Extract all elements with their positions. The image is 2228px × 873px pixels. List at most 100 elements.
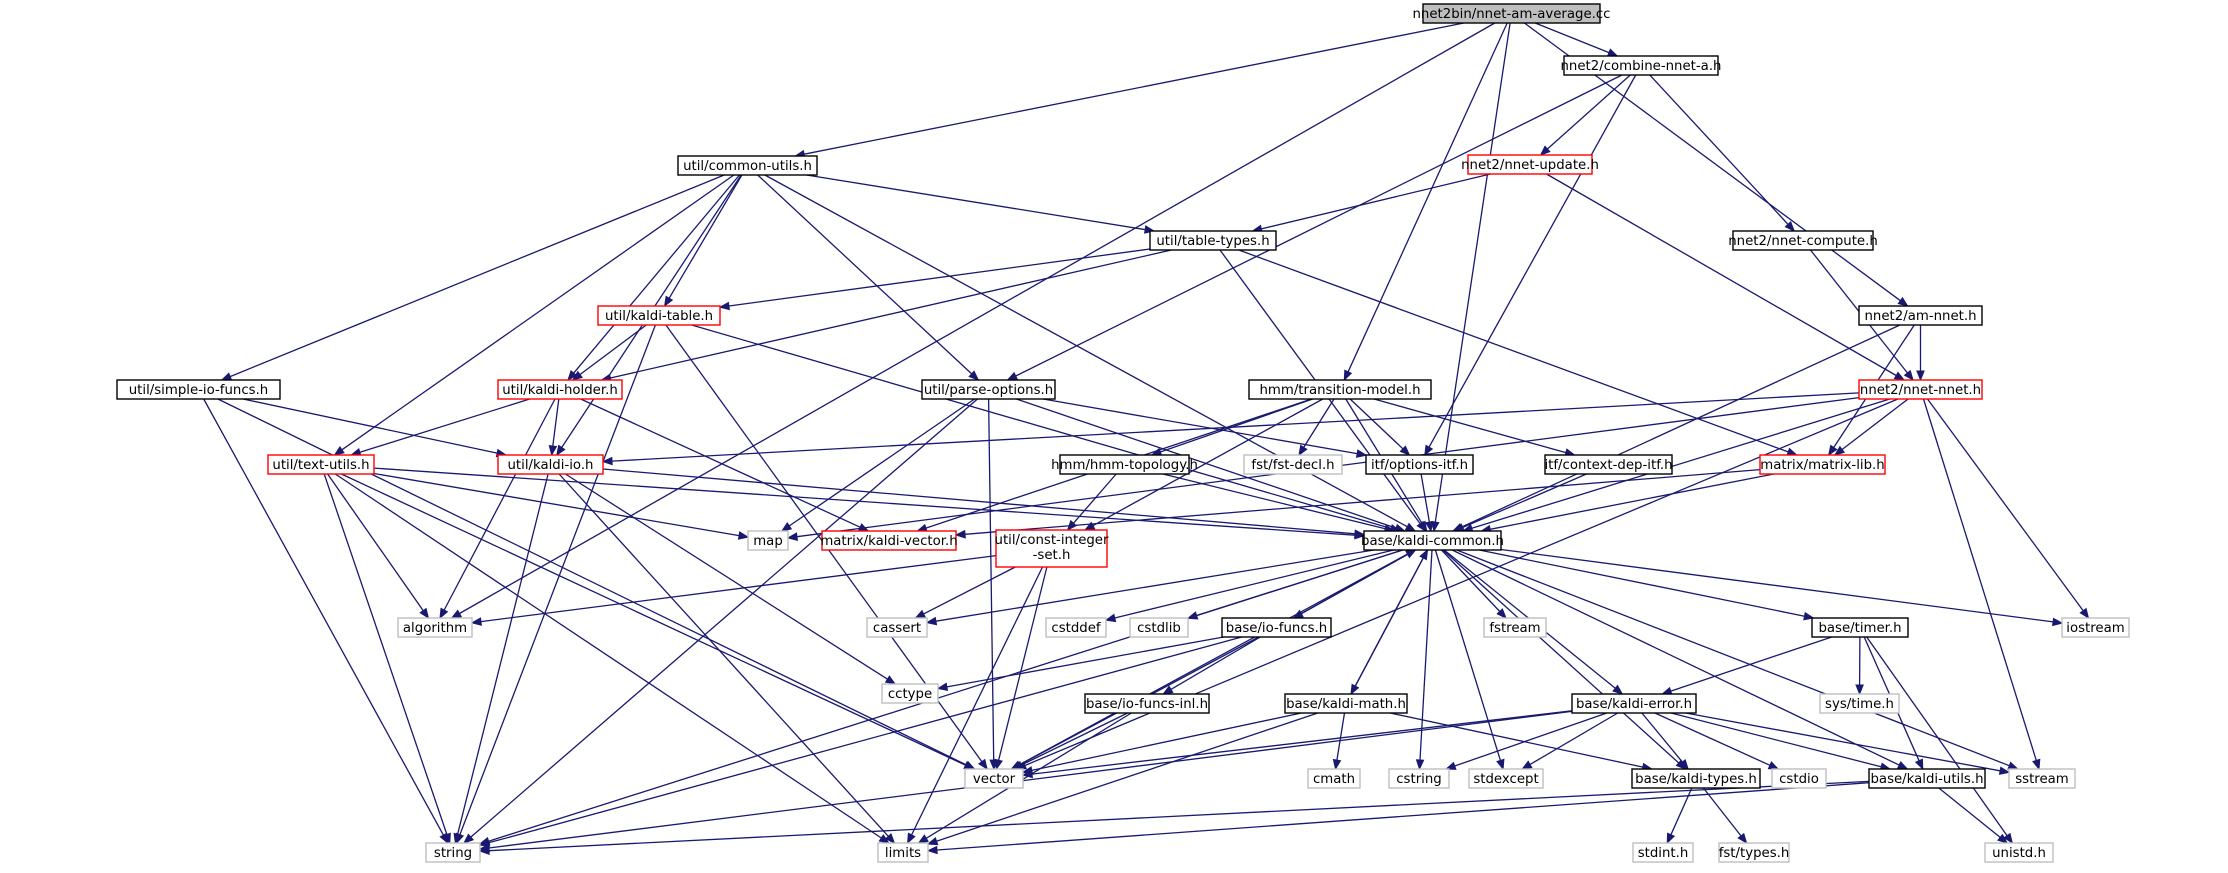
edge-nnetnnet-to-sstream: [1922, 398, 2041, 771]
node-matrix-kaldi-vector-h[interactable]: matrix/kaldi-vector.h: [820, 530, 958, 551]
node-box: [1718, 842, 1790, 863]
edge-kaldicommon-to-kalditypes: [1442, 549, 1687, 770]
file-nodes: nnet2bin/nnet-am-average.cc nnet2/combine…: [116, 3, 2130, 863]
node-sys-time-h: sys/time.h: [1819, 693, 1900, 714]
node-base-kaldi-utils-h[interactable]: base/kaldi-utils.h: [1868, 768, 1986, 789]
node-label: util/kaldi-holder.h: [502, 383, 618, 398]
node-label: matrix/matrix-lib.h: [1760, 458, 1884, 473]
node-base-kaldi-error-h[interactable]: base/kaldi-error.h: [1571, 693, 1697, 714]
node-base-io-funcs-inl-h[interactable]: base/io-funcs-inl.h: [1084, 693, 1210, 714]
node-box: [881, 683, 939, 704]
node-box: [964, 768, 1024, 789]
node-nnet2-nnet-nnet-h[interactable]: nnet2/nnet-nnet.h: [1858, 379, 1983, 400]
node-base-kaldi-common-h[interactable]: base/kaldi-common.h: [1361, 530, 1504, 551]
edge-kaldicommon-to-cstring: [1415, 549, 1433, 771]
node-box: [1307, 768, 1361, 789]
node-label: iostream: [2066, 621, 2124, 636]
node-util-common-utils-h[interactable]: util/common-utils.h: [677, 155, 818, 176]
edge-optionsitf-to-kaldicommon: [1420, 473, 1434, 533]
node-label: base/kaldi-utils.h: [1870, 772, 1983, 787]
node-itf-options-itf-h[interactable]: itf/options-itf.h: [1365, 454, 1474, 475]
edge-commonutils-to-kalditable: [663, 174, 743, 308]
node-box: [1483, 617, 1547, 638]
edge-iofuncs-to-string: [478, 636, 1242, 847]
node-label: map: [753, 534, 783, 549]
node-iostream: iostream: [2061, 617, 2130, 638]
node-label: algorithm: [403, 621, 467, 636]
node-box: [1243, 454, 1343, 475]
node-nnet2-nnet-compute-h[interactable]: nnet2/nnet-compute.h: [1728, 230, 1878, 251]
node-util-kaldi-holder-h[interactable]: util/kaldi-holder.h: [497, 379, 623, 400]
node-box: [1868, 768, 1986, 789]
node-util-kaldi-io-h[interactable]: util/kaldi-io.h: [497, 454, 604, 475]
node-label: string: [434, 846, 472, 861]
node-label: base/timer.h: [1818, 621, 1901, 636]
edge-kaldierror-to-kaldiutils: [1670, 712, 1892, 771]
edge-iofuncsinl-to-vector: [1012, 712, 1128, 770]
node-limits: limits: [877, 842, 929, 863]
node-label: base/kaldi-types.h: [1635, 772, 1757, 787]
node-label: util/text-utils.h: [272, 458, 369, 473]
node-label: hmm/transition-model.h: [1259, 383, 1420, 398]
node-box: [1563, 55, 1719, 76]
node-box: [2061, 617, 2130, 638]
edge-kaldicommon-to-cstddef: [1104, 549, 1394, 623]
node-nnet2bin-nnet-am-average-cc[interactable]: nnet2bin/nnet-am-average.cc: [1413, 3, 1611, 24]
node-box: [1759, 454, 1886, 475]
node-box: [116, 379, 281, 400]
edge-textutils-to-algorithm: [327, 473, 430, 620]
node-hmm-hmm-topology-h[interactable]: hmm/hmm-topology.h: [1051, 454, 1198, 475]
edge-kaldierror-to-cstring: [1444, 712, 1608, 770]
node-util-table-types-h[interactable]: util/table-types.h: [1149, 230, 1277, 251]
node-hmm-transition-model-h[interactable]: hmm/transition-model.h: [1248, 379, 1432, 400]
node-box: [1771, 768, 1827, 789]
node-label: nnet2/nnet-nnet.h: [1860, 383, 1981, 398]
node-box: [1248, 379, 1432, 400]
edge-amnnet-to-nnetnnet: [1916, 325, 1925, 382]
node-fstream: fstream: [1483, 617, 1547, 638]
node-stdint-h: stdint.h: [1632, 842, 1694, 863]
node-sstream: sstream: [2008, 768, 2076, 789]
node-box: [1732, 230, 1874, 251]
edge-combine-to-optionsitf: [1424, 74, 1637, 457]
node-util-parse-options-h[interactable]: util/parse-options.h: [921, 379, 1056, 400]
node-nnet2-nnet-update-h[interactable]: nnet2/nnet-update.h: [1461, 154, 1599, 175]
node-nnet2-am-nnet-h[interactable]: nnet2/am-nnet.h: [1858, 305, 1983, 326]
node-util-const-integer-set-h[interactable]: util/const-integer-set.h: [995, 529, 1109, 568]
node-box: [1363, 530, 1502, 551]
node-box: [1149, 230, 1277, 251]
node-util-text-utils-h[interactable]: util/text-utils.h: [267, 454, 375, 475]
node-itf-context-dep-itf-h[interactable]: itf/context-dep-itf.h: [1544, 454, 1673, 475]
node-label: util/parse-options.h: [924, 383, 1053, 398]
node-label: util/table-types.h: [1156, 234, 1269, 249]
node-box: [1858, 305, 1983, 326]
node-box: [1221, 617, 1332, 638]
node-box: [1388, 768, 1450, 789]
edge-commonutils-to-textutils: [333, 174, 735, 456]
node-base-io-funcs-h[interactable]: base/io-funcs.h: [1221, 617, 1332, 638]
edge-timer-to-systime: [1855, 636, 1864, 696]
node-matrix-matrix-lib-h[interactable]: matrix/matrix-lib.h: [1759, 454, 1886, 475]
node-fst-fst-decl-h: fst/fst-decl.h: [1243, 454, 1343, 475]
node-base-kaldi-types-h[interactable]: base/kaldi-types.h: [1631, 768, 1761, 789]
node-label: cstdlib: [1137, 621, 1181, 636]
node-util-simple-io-funcs-h[interactable]: util/simple-io-funcs.h: [116, 379, 281, 400]
edge-kaldicommon-to-cassert: [925, 549, 1375, 626]
node-nnet2-combine-nnet-a-h[interactable]: nnet2/combine-nnet-a.h: [1561, 55, 1722, 76]
node-label: matrix/kaldi-vector.h: [820, 534, 957, 549]
node-label: hmm/hmm-topology.h: [1051, 458, 1198, 473]
node-unistd-h: unistd.h: [1984, 842, 2054, 863]
node-util-kaldi-table-h[interactable]: util/kaldi-table.h: [597, 305, 721, 326]
node-box: [1632, 842, 1694, 863]
node-base-timer-h[interactable]: base/timer.h: [1811, 617, 1909, 638]
edge-tabletypes-to-kalditable: [718, 248, 1151, 311]
node-map: map: [747, 530, 789, 551]
edge-kaldiio-to-kaldicommon: [602, 468, 1366, 539]
edge-kaldimath-to-cmath: [1332, 712, 1346, 771]
node-label: cstdio: [1779, 772, 1819, 787]
edge-kalditable-to-kaldicommon: [691, 324, 1402, 533]
node-base-kaldi-math-h[interactable]: base/kaldi-math.h: [1284, 693, 1408, 714]
edge-hmmtopo-to-kaldicommon: [1162, 473, 1396, 533]
edge-transmodel-to-fstdecl: [1298, 398, 1335, 457]
node-label: fst/fst-decl.h: [1251, 458, 1334, 473]
